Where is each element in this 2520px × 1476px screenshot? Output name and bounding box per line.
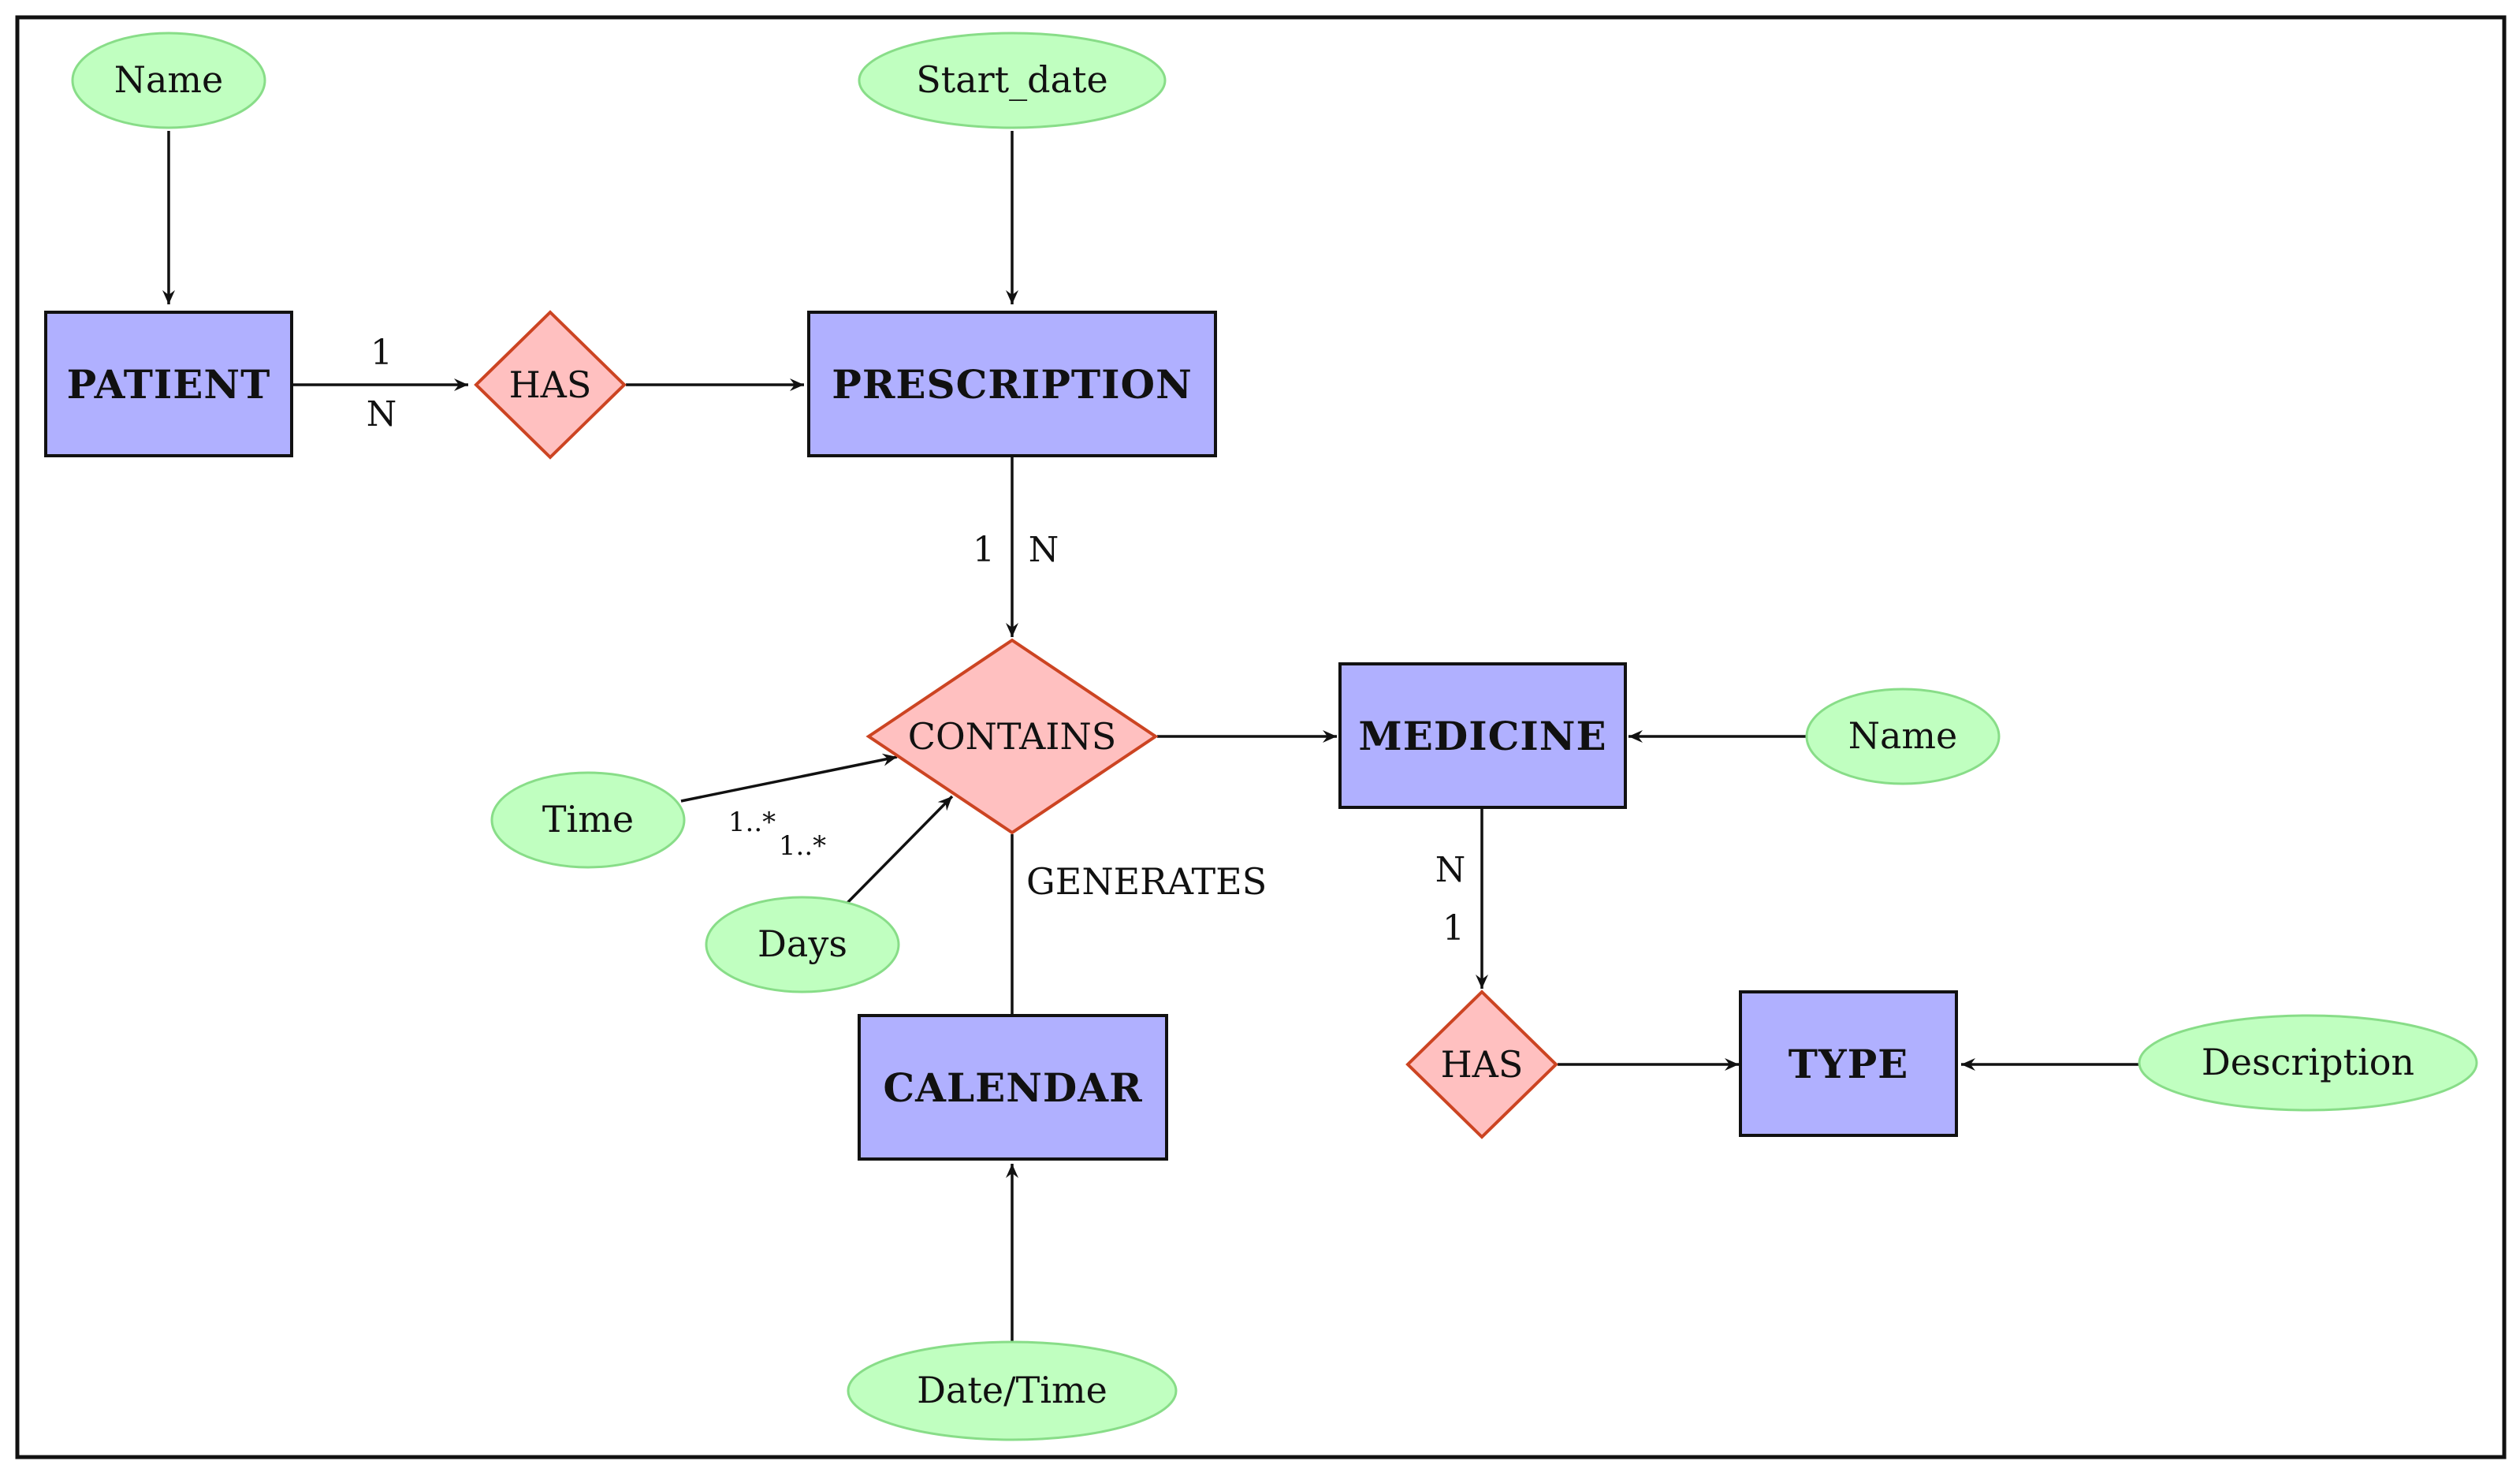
relationship-contains-diamond [865,638,1159,835]
attribute-days-label: Days [757,922,847,965]
entity-type-label: TYPE [1789,1041,1909,1087]
relationship-has-patient-prescription[interactable]: HAS [474,310,627,460]
attribute-description-label: Description [2202,1041,2414,1083]
entity-calendar-box [858,1014,1168,1161]
relationship-has-1-label: HAS [509,363,592,406]
entity-prescription-box [807,311,1217,457]
entity-medicine-label: MEDICINE [1358,713,1606,759]
cardinality-days-contains: 1..* [779,830,826,862]
edge-time-to-contains [680,753,898,803]
attribute-start-date-label: Start_date [916,58,1107,101]
relationship-contains[interactable]: CONTAINS [865,638,1159,835]
entity-medicine-box [1338,662,1627,809]
cardinality-time-contains: 1..* [728,807,776,838]
entity-calendar-label: CALENDAR [883,1064,1142,1111]
attribute-patient-name-ellipse [71,32,266,129]
entity-calendar[interactable]: CALENDAR [858,1014,1168,1161]
attribute-patient-name[interactable]: Name [71,32,266,129]
attribute-medicine-name[interactable]: Name [1805,688,2001,785]
cardinality-prescription-contains-left: 1 [973,530,995,570]
cardinality-medicine-has-top: N [1435,850,1466,890]
cardinality-prescription-contains-right: N [1029,530,1059,570]
entity-medicine[interactable]: MEDICINE [1338,662,1627,809]
attribute-date-time-ellipse [847,1340,1178,1441]
cardinality-patient-has-top: 1 [370,333,393,373]
cardinality-medicine-has-bottom: 1 [1442,908,1465,949]
attribute-time-label: Time [542,798,634,840]
attribute-medicine-name-label: Name [1848,714,1958,757]
entity-patient-box [44,311,293,457]
diagram-frame [15,15,2507,1459]
attribute-medicine-name-ellipse [1805,688,2001,785]
edge-days-to-contains [845,795,954,905]
entity-patient-label: PATIENT [67,361,271,408]
relationship-has-2-label: HAS [1441,1043,1524,1086]
attribute-start-date-ellipse [858,32,1167,129]
entity-type[interactable]: TYPE [1739,990,1958,1137]
attribute-days[interactable]: Days [705,896,900,993]
relationship-has-1-diamond [474,310,627,460]
entity-type-box [1739,990,1958,1137]
relationship-has-2-diamond [1405,990,1558,1139]
relationship-contains-label: CONTAINS [908,715,1116,758]
attribute-time-ellipse [490,771,686,869]
attribute-date-time-label: Date/Time [917,1369,1107,1411]
attribute-time[interactable]: Time [490,771,686,869]
relationship-generates-label: GENERATES [1026,860,1267,903]
cardinality-patient-has-bottom: N [367,394,397,434]
entity-patient[interactable]: PATIENT [44,311,293,457]
entity-prescription[interactable]: PRESCRIPTION [807,311,1217,457]
attribute-start-date[interactable]: Start_date [858,32,1167,129]
attribute-days-ellipse [705,896,900,993]
attribute-description-ellipse [2138,1014,2478,1112]
attribute-description[interactable]: Description [2138,1014,2478,1112]
attribute-date-time[interactable]: Date/Time [847,1340,1178,1441]
relationship-has-medicine-type[interactable]: HAS [1405,990,1558,1139]
attribute-patient-name-label: Name [114,58,224,101]
entity-prescription-label: PRESCRIPTION [832,361,1193,408]
